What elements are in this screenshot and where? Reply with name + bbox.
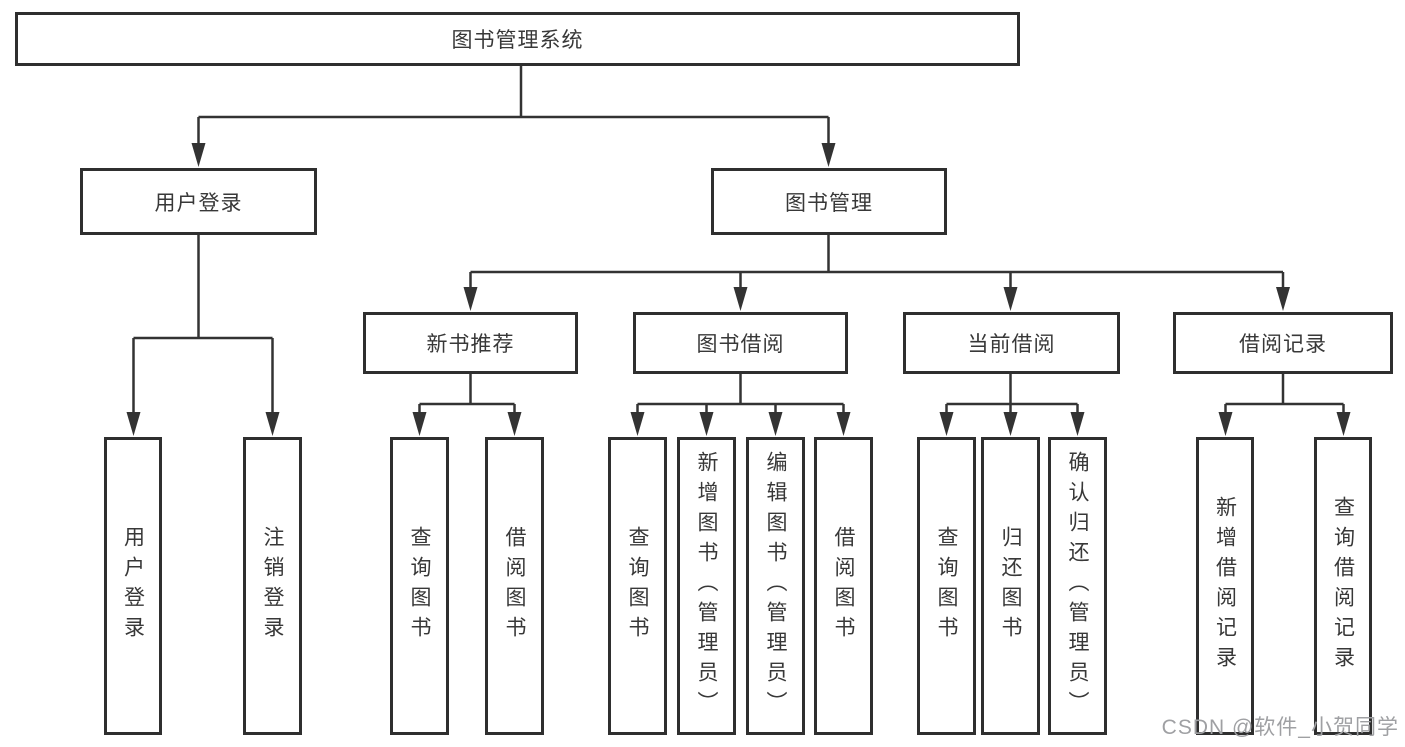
node-label: 当前借阅: [967, 333, 1056, 356]
node-label: 归还图书: [999, 526, 1022, 646]
node-label: 用户登录: [154, 191, 243, 215]
node-label: 新增借阅记录: [1213, 496, 1237, 676]
node-label: 确认归还（管理员）: [1066, 451, 1089, 721]
node-label: 查询借阅记录: [1331, 496, 1355, 676]
leaf-add-book-admin: 新增图书（管理员）: [677, 437, 736, 735]
node-label: 查询图书: [408, 526, 431, 646]
node-label: 借阅图书: [832, 526, 855, 646]
leaf-confirm-return-admin: 确认归还（管理员）: [1048, 437, 1107, 735]
leaf-borrow-books-recommend: 借阅图书: [485, 437, 544, 735]
leaf-query-books-current: 查询图书: [917, 437, 976, 735]
node-label: 图书管理: [785, 191, 873, 215]
leaf-borrow-books: 借阅图书: [814, 437, 873, 735]
node-label: 新增图书（管理员）: [695, 451, 718, 721]
node-label: 图书借阅: [696, 333, 785, 356]
node-book-borrowing: 图书借阅: [633, 312, 848, 374]
node-label: 图书管理系统: [451, 29, 584, 52]
leaf-logout: 注销登录: [243, 437, 302, 735]
leaf-add-borrow-record: 新增借阅记录: [1196, 437, 1254, 735]
node-label: 编辑图书（管理员）: [764, 451, 787, 721]
node-user-login: 用户登录: [80, 168, 317, 235]
node-label: 查询图书: [626, 526, 649, 646]
node-label: 注销登录: [261, 526, 284, 646]
node-label: 查询图书: [935, 526, 958, 646]
node-book-management: 图书管理: [711, 168, 947, 235]
node-label: 借阅图书: [503, 526, 526, 646]
leaf-user-login: 用户登录: [104, 437, 162, 735]
leaf-query-books-borrowing: 查询图书: [608, 437, 667, 735]
leaf-return-book: 归还图书: [981, 437, 1040, 735]
leaf-edit-book-admin: 编辑图书（管理员）: [746, 437, 805, 735]
node-borrowing-records: 借阅记录: [1173, 312, 1393, 374]
leaf-query-books-recommend: 查询图书: [390, 437, 449, 735]
node-library-management-system: 图书管理系统: [15, 12, 1020, 66]
csdn-watermark: CSDN @软件_小贺同学: [1161, 716, 1399, 739]
node-label: 借阅记录: [1239, 333, 1327, 356]
node-label: 新书推荐: [426, 333, 515, 356]
leaf-query-borrow-record: 查询借阅记录: [1314, 437, 1372, 735]
node-label: 用户登录: [121, 526, 145, 646]
node-new-book-recommendation: 新书推荐: [363, 312, 578, 374]
node-current-borrowing: 当前借阅: [903, 312, 1120, 374]
